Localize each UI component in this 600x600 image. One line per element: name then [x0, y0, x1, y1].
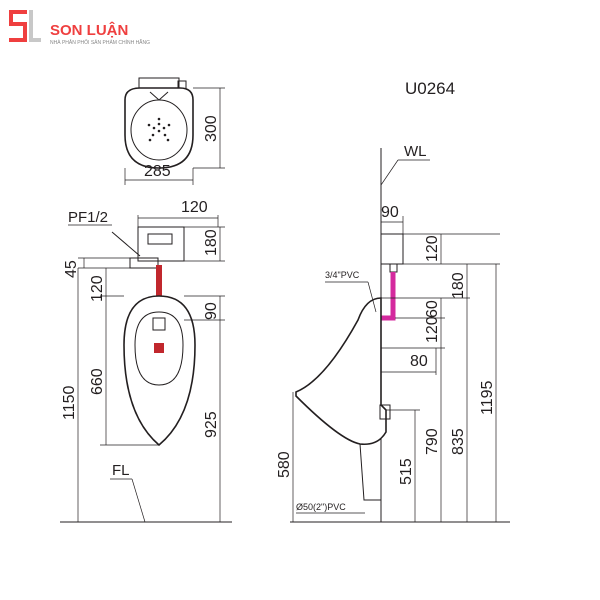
side-pvc-drain-label: Ø50(2")PVC: [296, 502, 346, 512]
model-number: U0264: [405, 79, 455, 98]
side-90-dim: 90: [381, 204, 399, 221]
side-120b-dim: 120: [424, 316, 441, 343]
side-view: WL 3/4"PVC Ø50(2")PVC 90 120 180: [276, 143, 510, 523]
front-45-dim: 45: [63, 260, 80, 278]
front-fl-label: FL: [112, 462, 130, 479]
front-view: PF1/2 120 180 90 925 45 120 660 1: [60, 199, 232, 523]
front-pf-label: PF1/2: [68, 209, 108, 226]
front-120-top-dim: 120: [181, 199, 208, 216]
front-120-left-dim: 120: [89, 275, 106, 302]
flush-pipe: [156, 265, 162, 315]
side-60-dim: 60: [424, 300, 441, 318]
top-depth-dim: 300: [203, 115, 220, 142]
side-180-dim: 180: [450, 272, 467, 299]
logo-badge-icon: [154, 343, 164, 353]
side-1195-dim: 1195: [479, 380, 496, 415]
side-80-dim: 80: [410, 353, 428, 370]
logo-mark-icon: [9, 10, 27, 42]
logo-mark-accent-icon: [29, 10, 41, 42]
front-660-dim: 660: [89, 368, 106, 395]
side-wl-label: WL: [404, 143, 427, 160]
side-835-dim: 835: [450, 428, 467, 455]
side-580-dim: 580: [276, 451, 293, 478]
side-pvc-supply-label: 3/4"PVC: [325, 270, 360, 280]
drain-holes-icon: [147, 117, 171, 142]
top-width-dim: 285: [144, 163, 171, 180]
front-90-dim: 90: [203, 302, 220, 320]
side-120a-dim: 120: [424, 235, 441, 262]
side-515-dim: 515: [398, 458, 415, 485]
front-925-dim: 925: [203, 411, 220, 438]
brand-name: SON LUẬN: [50, 21, 128, 39]
brand-logo: SON LUẬN NHÀ PHÂN PHỐI SẢN PHẨM CHÍNH HÃ…: [9, 10, 150, 46]
top-view: 285 300: [124, 77, 225, 185]
brand-tagline: NHÀ PHÂN PHỐI SẢN PHẨM CHÍNH HÃNG: [50, 39, 150, 46]
front-1150-dim: 1150: [61, 385, 78, 420]
side-790-dim: 790: [424, 428, 441, 455]
front-180-dim: 180: [203, 229, 220, 256]
